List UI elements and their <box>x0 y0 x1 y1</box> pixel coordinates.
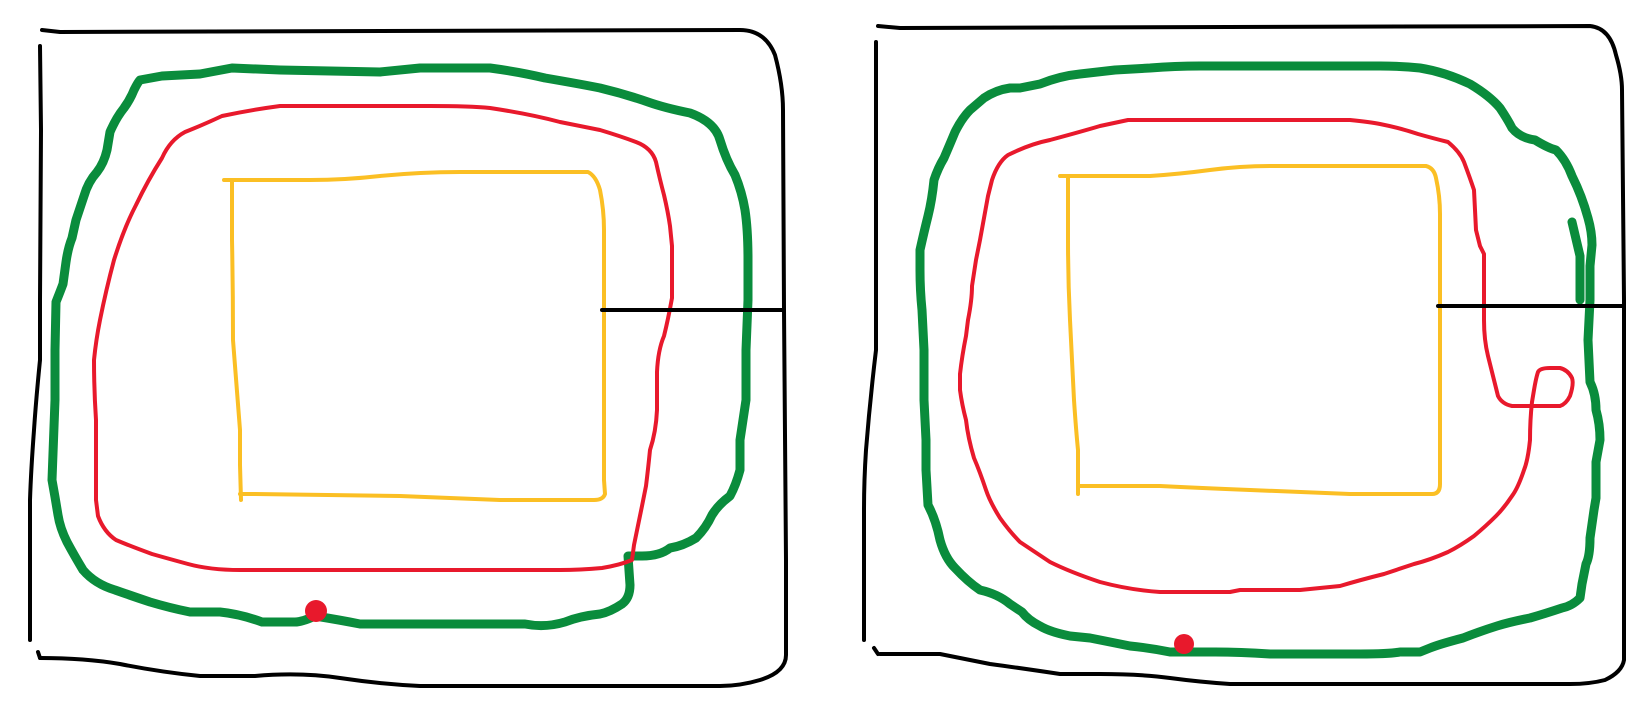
left-outer-boundary-left-edge <box>28 44 43 642</box>
right-yellow-square-left-edge <box>1066 174 1080 496</box>
right-outer-boundary-left-edge <box>862 40 878 642</box>
left-red-dot <box>305 600 327 622</box>
right-red-loop <box>958 118 1575 594</box>
left-yellow-square-left-edge <box>230 178 243 502</box>
left-outer-boundary-tick <box>36 650 42 660</box>
left-red-loop <box>92 104 674 572</box>
right-outer-boundary-tick <box>872 646 880 656</box>
left-green-loop <box>47 63 753 631</box>
right-red-dot <box>1174 634 1194 654</box>
left-panel <box>28 28 788 688</box>
left-yellow-square <box>222 170 607 502</box>
right-green-loop <box>915 61 1605 659</box>
right-outer-boundary <box>876 24 1626 686</box>
left-outer-boundary <box>38 28 788 688</box>
right-panel <box>862 24 1626 686</box>
right-green-loop-branch <box>1567 217 1585 305</box>
right-yellow-square <box>1058 164 1442 496</box>
